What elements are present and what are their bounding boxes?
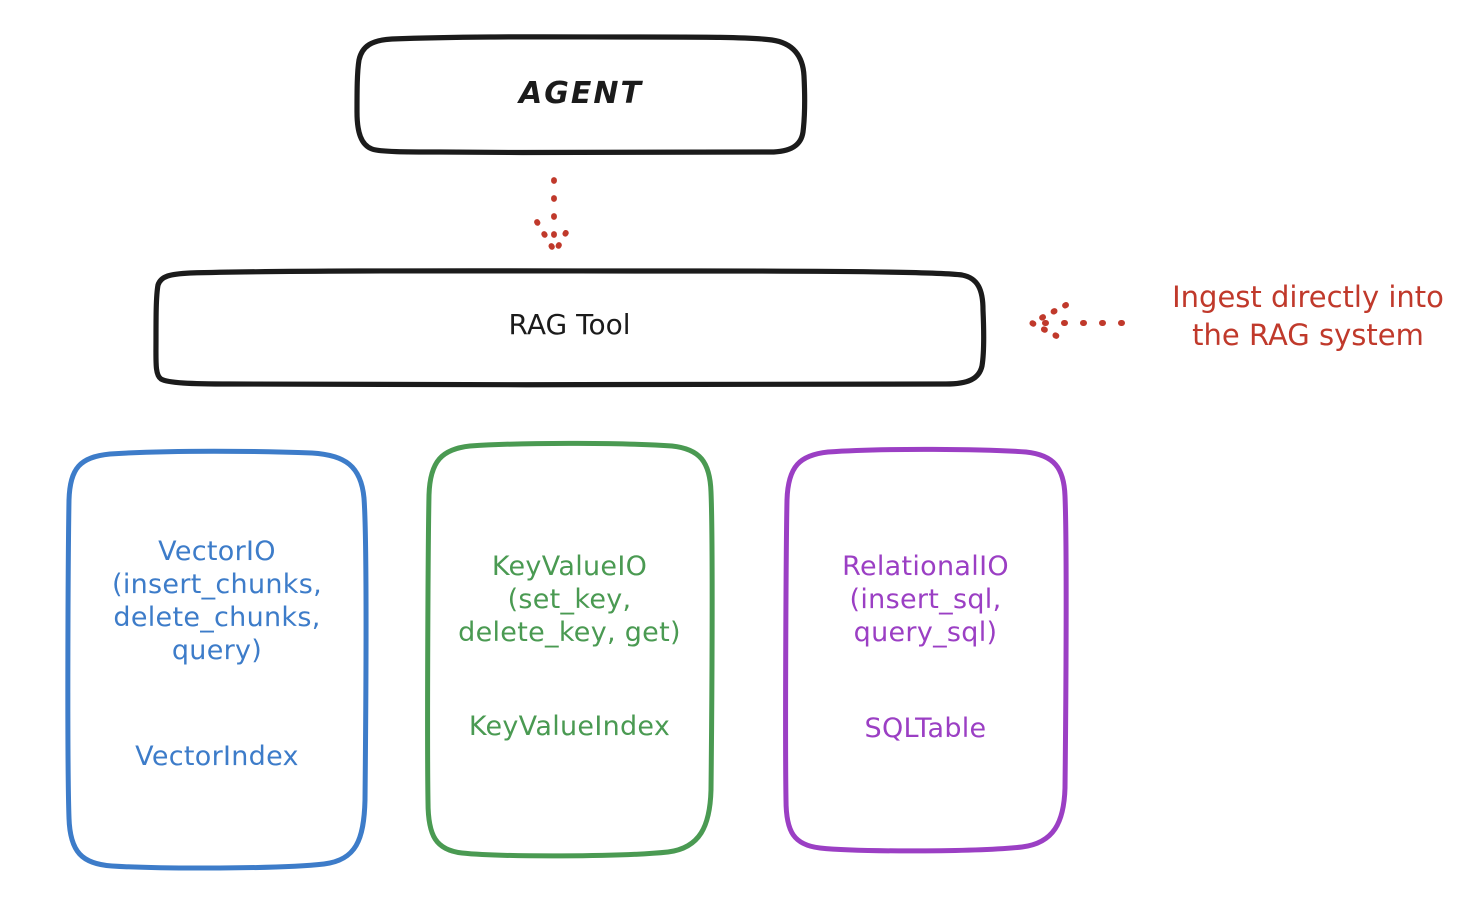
key-value-io-title: KeyValueIO (set_key, delete_key, get): [458, 551, 681, 648]
relational-io-index: SQLTable: [864, 713, 987, 744]
relational-io-node[interactable]: [783, 446, 1069, 854]
vector-io-node[interactable]: [65, 448, 369, 871]
agent-to-rag-arrow-head: [534, 219, 575, 258]
relational-io-title: RelationalIO (insert_sql, query_sql): [842, 551, 1009, 648]
vector-io-box-outline: [65, 448, 369, 871]
key-value-io-box-outline: [425, 440, 715, 859]
ingest-arrow-head: [1025, 302, 1069, 344]
vector-io-index: VectorIndex: [135, 741, 299, 772]
agent-box-outline: [354, 34, 808, 156]
agent-to-rag-arrow: [534, 177, 575, 258]
key-value-io-index: KeyValueIndex: [468, 711, 671, 742]
key-value-io-node[interactable]: [425, 440, 715, 859]
rag-tool-box-outline: [153, 268, 987, 388]
rag-tool-node[interactable]: [153, 268, 987, 388]
vector-io-title: VectorIO (insert_chunks, delete_chunks, …: [112, 536, 322, 666]
ingest-to-rag-arrow: [1025, 302, 1125, 344]
ingest-annotation-text: Ingest directly into the RAG system: [1172, 280, 1444, 353]
rag-tool-label: RAG Tool: [508, 308, 631, 341]
agent-node[interactable]: [354, 34, 808, 156]
relational-io-box-outline: [783, 446, 1069, 854]
agent-label: AGENT: [519, 76, 643, 111]
